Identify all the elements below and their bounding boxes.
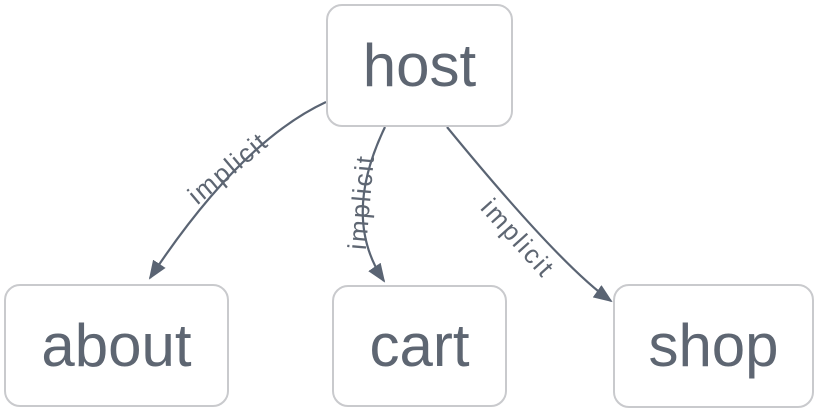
node-about-label: about xyxy=(41,311,192,379)
node-host-label: host xyxy=(362,31,477,99)
node-host[interactable]: host xyxy=(326,4,513,127)
edge-label-host-about: implicit xyxy=(182,126,274,210)
node-shop-label: shop xyxy=(648,312,779,379)
node-cart[interactable]: cart xyxy=(332,285,507,407)
edge-label-host-cart: implicit xyxy=(342,153,380,251)
edge-host-about xyxy=(148,101,327,280)
node-shop[interactable]: shop xyxy=(613,284,814,408)
node-cart-label: cart xyxy=(369,312,470,379)
node-about[interactable]: about xyxy=(4,284,229,407)
edge-host-shop xyxy=(446,126,613,303)
edge-host-cart xyxy=(361,126,386,283)
edge-label-host-shop: implicit xyxy=(475,192,561,283)
